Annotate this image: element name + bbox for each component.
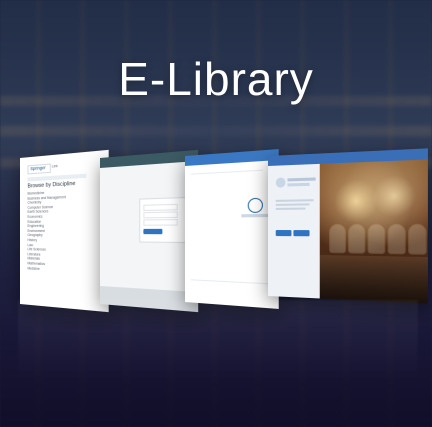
headline-line [287, 182, 310, 187]
panel-reflection [18, 300, 418, 390]
website-preview-springer: Springer Link Browse by Discipline Biome… [20, 149, 109, 313]
input-field [143, 219, 178, 226]
logo-circle-icon [247, 197, 264, 214]
reading-desks [319, 255, 428, 304]
browse-heading: Browse by Discipline [27, 180, 76, 190]
input-field [143, 203, 178, 212]
bookshelf-band [0, 126, 432, 136]
window-arch [408, 223, 427, 255]
window-arch [367, 223, 386, 254]
discipline-list: Browse by Discipline Biomedicine Busines… [27, 180, 81, 273]
library-hall-image [319, 159, 428, 304]
google-play-button [293, 230, 310, 237]
website-preview-dark-header [100, 149, 199, 313]
divider [190, 169, 264, 175]
divider [190, 279, 272, 285]
app-store-button [275, 230, 292, 237]
window-arch [348, 223, 366, 254]
website-preview-blue-nav [185, 149, 279, 309]
bookshelf-band [0, 96, 432, 106]
logo-text [241, 213, 270, 218]
website-preview-library-hero [268, 148, 428, 304]
springer-logo: Springer [27, 163, 51, 175]
window-arch [387, 223, 406, 254]
window-arch [329, 223, 346, 253]
input-field [143, 211, 178, 219]
springer-logo-suffix: Link [51, 163, 58, 169]
submit-button [143, 228, 163, 235]
list-item: Medicine [27, 265, 40, 271]
banner-title: E-Library [118, 53, 314, 105]
text-line [275, 207, 306, 210]
